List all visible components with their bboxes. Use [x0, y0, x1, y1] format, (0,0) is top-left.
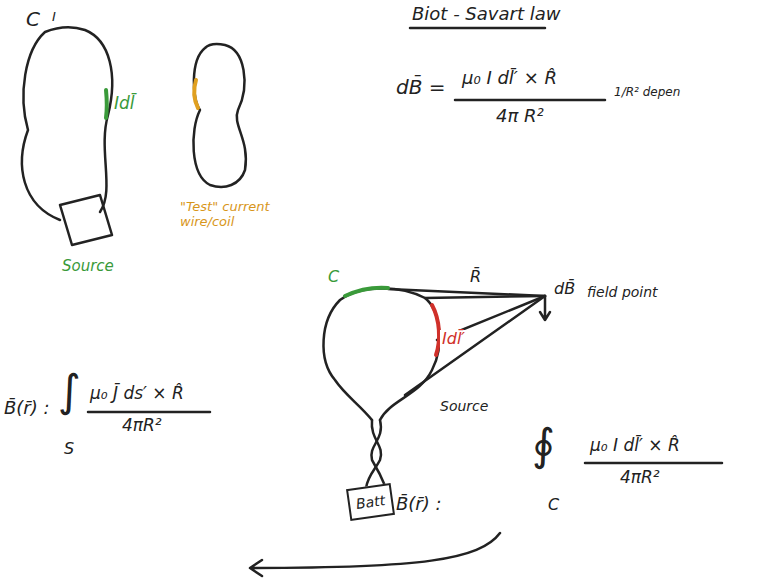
separation-line [388, 289, 545, 296]
part-label: "Test" current wire/coil [180, 200, 280, 230]
element-label: Idl̄′ [440, 330, 467, 348]
separation-line [405, 296, 545, 395]
formula: μ₀ J̄ ds′ × R̂ [90, 384, 184, 404]
formula: dB̄ = [396, 76, 446, 99]
formula: B̄(r̄) : [4, 398, 50, 419]
fraction-line [585, 462, 722, 465]
title: Biot - Savart law [412, 4, 560, 25]
wire [371, 420, 386, 488]
battery-box: Batt [346, 483, 395, 521]
formula: C [548, 496, 559, 514]
current-name: I [52, 10, 56, 25]
note: 1/R² depen [614, 86, 680, 100]
formula: μ₀ I dl̄′ × R̂ [590, 436, 680, 456]
formula: μ₀ I dl̄′ × R̂ [462, 68, 557, 89]
formula: 4πR² [620, 468, 660, 488]
loop-name: C [26, 8, 40, 31]
formula: B̄(r̄) : [396, 494, 442, 515]
pointer-arrow [250, 533, 500, 576]
field-arrow [540, 296, 550, 320]
underline [410, 27, 545, 30]
source-box [60, 195, 112, 245]
test-element [194, 80, 198, 108]
fraction-line [455, 99, 605, 102]
current-element [345, 288, 388, 296]
box-label: Batt [355, 492, 386, 512]
loop-name: C [328, 268, 339, 286]
source-loop [22, 27, 112, 220]
formula: 4πR² [122, 416, 162, 436]
part-label: Source [62, 258, 114, 275]
vector-label: R̄ [468, 268, 483, 286]
part-label: Source [440, 398, 488, 414]
current-element [104, 90, 109, 118]
source-loop [324, 288, 440, 420]
point-label: field point [585, 284, 660, 300]
integral-sign: ∮ [532, 420, 555, 471]
formula: S [64, 440, 74, 458]
test-loop [193, 44, 245, 187]
vector-label: dB̄ [552, 280, 577, 298]
integral-sign: ∫ [58, 366, 81, 417]
separation-line [425, 296, 545, 298]
wire [366, 420, 381, 488]
element-label: Idl̄ [114, 94, 135, 114]
current-element [432, 305, 439, 355]
formula: 4π R² [496, 106, 544, 127]
fraction-line [88, 411, 210, 414]
